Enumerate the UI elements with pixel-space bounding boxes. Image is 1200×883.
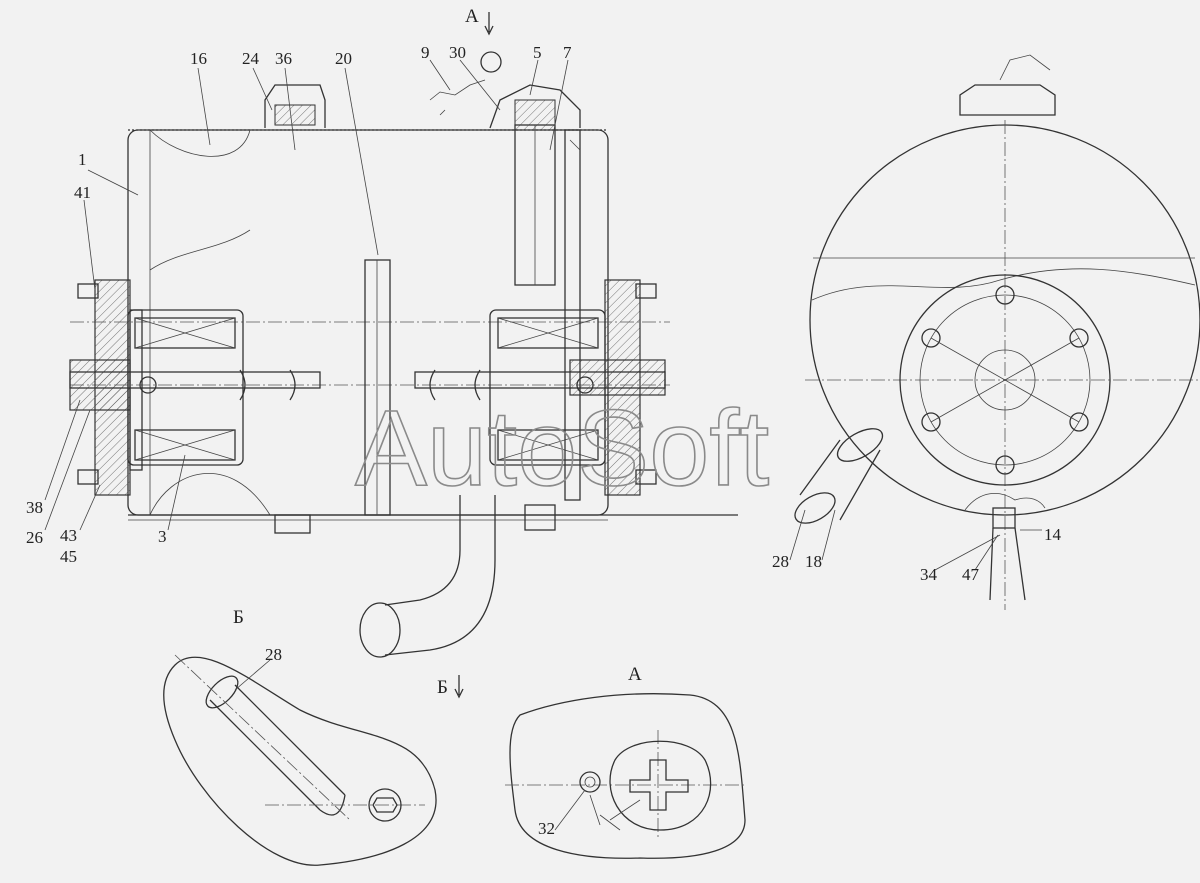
callout-16: 16 xyxy=(190,49,207,68)
right-shaft xyxy=(414,371,666,389)
left-filter-element xyxy=(69,309,321,466)
view-b-detail xyxy=(163,654,437,866)
callout-7: 7 xyxy=(563,43,572,62)
callout-14: 14 xyxy=(1044,525,1062,544)
view-a-arrow-label: А xyxy=(465,6,479,27)
view-labels: А Б Б А xyxy=(233,6,642,698)
callout-28-main: 28 xyxy=(772,552,789,571)
callout-32: 32 xyxy=(538,819,555,838)
cap-ring xyxy=(480,51,502,73)
view-b-arrow-icon xyxy=(454,675,464,699)
cap-cross xyxy=(629,759,689,811)
flange-bolt-holes xyxy=(921,285,1089,475)
callout-38: 38 xyxy=(26,498,43,517)
callout-36: 36 xyxy=(275,49,292,68)
callout-34: 34 xyxy=(920,565,938,584)
callout-30: 30 xyxy=(449,43,466,62)
outlet-pipe-end xyxy=(359,602,401,658)
drain-plug-top xyxy=(264,84,326,128)
side-pipe xyxy=(799,439,881,521)
right-filter-element xyxy=(414,309,666,466)
watermark: AutoSoft xyxy=(355,387,769,508)
tank-end-view xyxy=(794,54,1200,610)
callout-9: 9 xyxy=(421,43,430,62)
pin-body xyxy=(209,684,346,811)
view-a-arrow-icon xyxy=(484,12,494,36)
cap-outline xyxy=(609,740,712,831)
view-b-contour xyxy=(163,656,437,866)
callout-47: 47 xyxy=(962,565,980,584)
callout-3: 3 xyxy=(158,527,167,546)
outlet-pipe xyxy=(384,495,496,656)
callout-28-detail: 28 xyxy=(265,645,282,664)
callout-43: 43 xyxy=(60,526,77,545)
left-shaft xyxy=(69,371,321,389)
callout-5: 5 xyxy=(533,43,542,62)
callout-24: 24 xyxy=(242,49,260,68)
flange-circle xyxy=(899,274,1111,486)
callout-20: 20 xyxy=(335,49,352,68)
callout-18: 18 xyxy=(805,552,822,571)
filler-neck xyxy=(429,51,581,501)
callout-41: 41 xyxy=(74,183,91,202)
tank-side-section xyxy=(69,51,738,658)
leader-lines xyxy=(44,59,1042,831)
view-b-title: Б xyxy=(233,607,244,628)
view-a-detail xyxy=(505,693,746,859)
callout-1: 1 xyxy=(78,150,87,169)
baffle-plate xyxy=(364,259,391,516)
callout-labels: 16 24 36 20 9 30 5 7 1 41 38 26 43 45 3 … xyxy=(26,43,1062,838)
callout-45: 45 xyxy=(60,547,77,566)
view-b-arrow-label: Б xyxy=(437,677,448,698)
break-line xyxy=(149,129,271,516)
callout-26: 26 xyxy=(26,528,43,547)
view-a-contour xyxy=(509,693,746,859)
view-a-title: А xyxy=(628,664,642,685)
